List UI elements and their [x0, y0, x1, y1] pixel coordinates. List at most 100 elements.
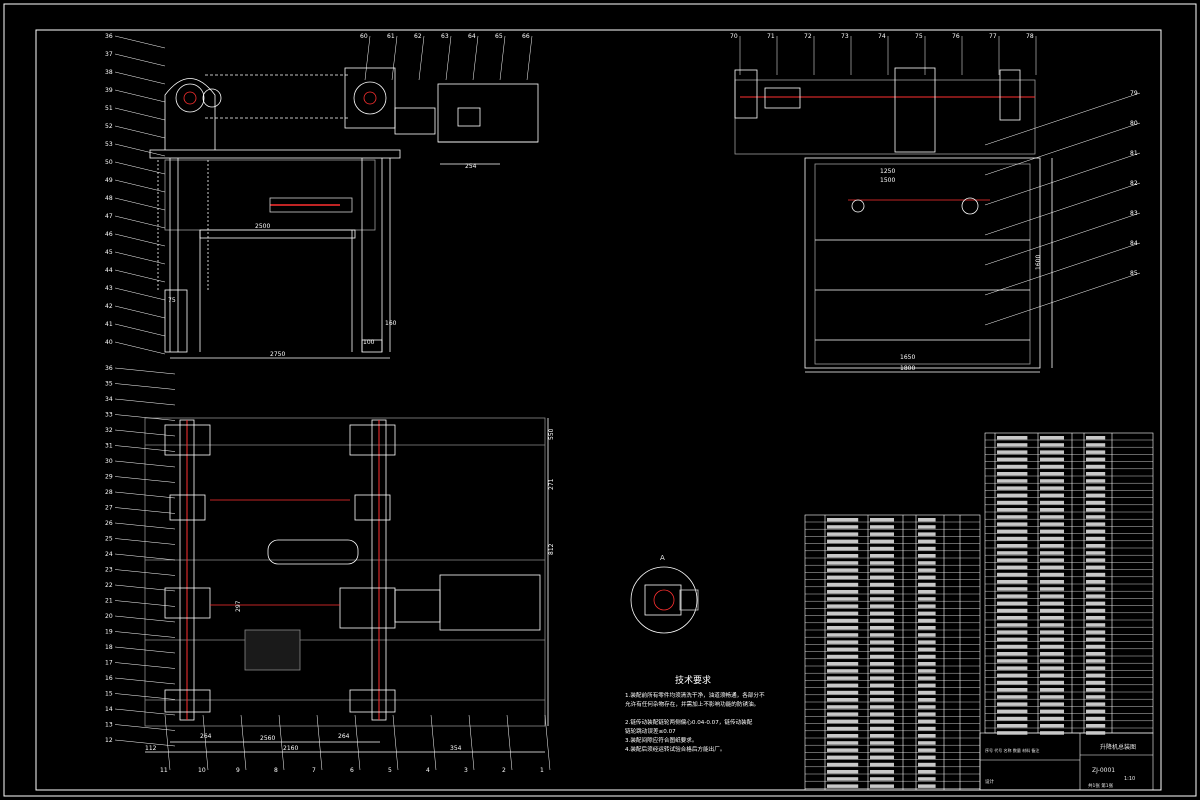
balloon-plan-29-7: 29	[105, 474, 113, 481]
parts-list-entry	[1040, 580, 1064, 584]
balloon-plan-bottom-8: 8	[274, 767, 278, 774]
balloon-plan-bottom-11: 11	[160, 767, 168, 774]
balloon-front-47: 47	[105, 213, 113, 220]
balloon-front-42: 42	[105, 303, 113, 310]
dim-inner-front: 2500	[255, 223, 270, 230]
parts-list-entry	[827, 618, 859, 623]
balloon-front-53-leader	[114, 143, 166, 157]
balloon-plan-31-5: 31	[105, 443, 113, 450]
balloon-plan-30-6: 30	[105, 458, 113, 465]
parts-list-entry	[1086, 436, 1106, 440]
parts-list-entry	[918, 546, 936, 551]
parts-list-entry	[1040, 659, 1064, 663]
parts-list-entry	[1086, 551, 1106, 555]
balloon-plan-36-0: 36	[105, 365, 113, 372]
balloon-front-39: 39	[105, 87, 113, 94]
notes-line-6: 4.装配后须经运转试验合格后方能出厂。	[625, 745, 725, 753]
balloon-front-43-leader	[114, 287, 166, 301]
parts-list-entry	[827, 640, 859, 644]
parts-list-entry	[870, 705, 894, 709]
balloon-plan-17-19: 17	[105, 660, 113, 667]
parts-list-entry	[997, 450, 1028, 454]
balloon-side-right-84: 84	[1130, 240, 1138, 247]
balloon-front-top-66-leader	[526, 35, 533, 81]
parts-list-entry	[997, 572, 1028, 577]
parts-list-entry	[997, 673, 1028, 678]
balloon-front-top-62-leader	[418, 35, 425, 81]
parts-list-entry	[827, 784, 859, 788]
parts-list-entry	[1086, 601, 1106, 606]
dim-plan-812: 812	[548, 543, 555, 555]
parts-list-entry	[997, 608, 1028, 613]
parts-list-entry	[1040, 464, 1064, 469]
balloon-side-right-81: 81	[1130, 150, 1138, 157]
parts-list-entry	[870, 554, 894, 558]
parts-list-entry	[1086, 673, 1106, 678]
parts-list-entry	[1040, 637, 1064, 642]
parts-list-entry	[918, 719, 936, 724]
parts-list-entry	[918, 762, 936, 767]
balloon-front-37: 37	[105, 51, 113, 58]
balloon-front-44-leader	[114, 269, 166, 283]
parts-list-entry	[827, 561, 859, 565]
parts-list-entry	[1040, 652, 1064, 656]
parts-list-entry	[1086, 695, 1106, 699]
balloon-front-top-65-leader	[499, 35, 506, 81]
parts-list-entry	[997, 493, 1028, 498]
balloon-plan-bottom-3-leader	[468, 714, 475, 771]
parts-list-entry	[1040, 688, 1064, 692]
parts-list-entry	[1040, 716, 1064, 721]
balloon-plan-17-19-leader	[114, 662, 176, 669]
parts-list-entry	[1086, 515, 1106, 519]
dimension-labels: 2750 2500 2560 2160 1250 1500 1650 1800 …	[145, 163, 1042, 752]
balloon-plan-bottom-1-leader	[544, 714, 551, 771]
balloon-front-51: 51	[105, 105, 113, 112]
parts-list-entry	[997, 565, 1028, 570]
balloon-front-50-leader	[114, 161, 166, 175]
parts-list-entry	[997, 500, 1028, 505]
parts-list-entry	[827, 575, 859, 580]
parts-list-entry	[918, 575, 936, 580]
title-block-design: 设计	[985, 778, 994, 785]
balloon-plan-32-4-leader	[114, 429, 176, 437]
parts-list-entry	[997, 623, 1028, 627]
balloon-plan-27-9: 27	[105, 505, 113, 512]
parts-list-entry	[870, 647, 894, 652]
parts-list-entry	[1040, 673, 1064, 678]
parts-list-entry	[997, 644, 1028, 649]
parts-list-entry	[1086, 580, 1106, 584]
parts-list-entry	[997, 536, 1028, 541]
parts-list-entry	[827, 654, 859, 659]
balloon-front-top-60: 60	[360, 33, 368, 40]
parts-list-entry	[870, 669, 894, 673]
balloon-plan-bottom-7: 7	[312, 767, 316, 774]
dim-side-bottom: 1800	[900, 365, 915, 372]
balloon-side-right-81-leader	[984, 152, 1141, 206]
parts-list-entry	[1040, 508, 1064, 512]
balloon-front-top-65: 65	[495, 33, 503, 40]
parts-list-entry	[870, 719, 894, 724]
title-block-scale: 1:10	[1124, 776, 1135, 782]
parts-list-entry	[1086, 558, 1106, 562]
parts-list-entry	[997, 508, 1028, 512]
parts-list-entry	[1086, 522, 1106, 526]
balloon-front-46: 46	[105, 231, 113, 238]
parts-list-entry	[870, 654, 894, 659]
parts-list-entry	[1040, 608, 1064, 613]
balloon-front-52: 52	[105, 123, 113, 130]
balloon-plan-21-15: 21	[105, 598, 113, 605]
parts-list-entry	[1040, 472, 1064, 476]
parts-list-entry	[870, 734, 894, 738]
balloon-side-right-85-leader	[984, 272, 1141, 326]
parts-list-entry	[870, 784, 894, 788]
balloon-plan-bottom-10: 10	[198, 767, 206, 774]
parts-list-entry	[1040, 565, 1064, 570]
balloon-plan-24-12-leader	[114, 553, 176, 561]
parts-list-entry	[1086, 536, 1106, 541]
parts-list-entry	[1086, 644, 1106, 649]
parts-list-entry	[827, 762, 859, 767]
balloon-front-45-leader	[114, 251, 166, 265]
balloon-side-right-80: 80	[1130, 120, 1138, 127]
balloon-plan-14-22-leader	[114, 708, 176, 716]
